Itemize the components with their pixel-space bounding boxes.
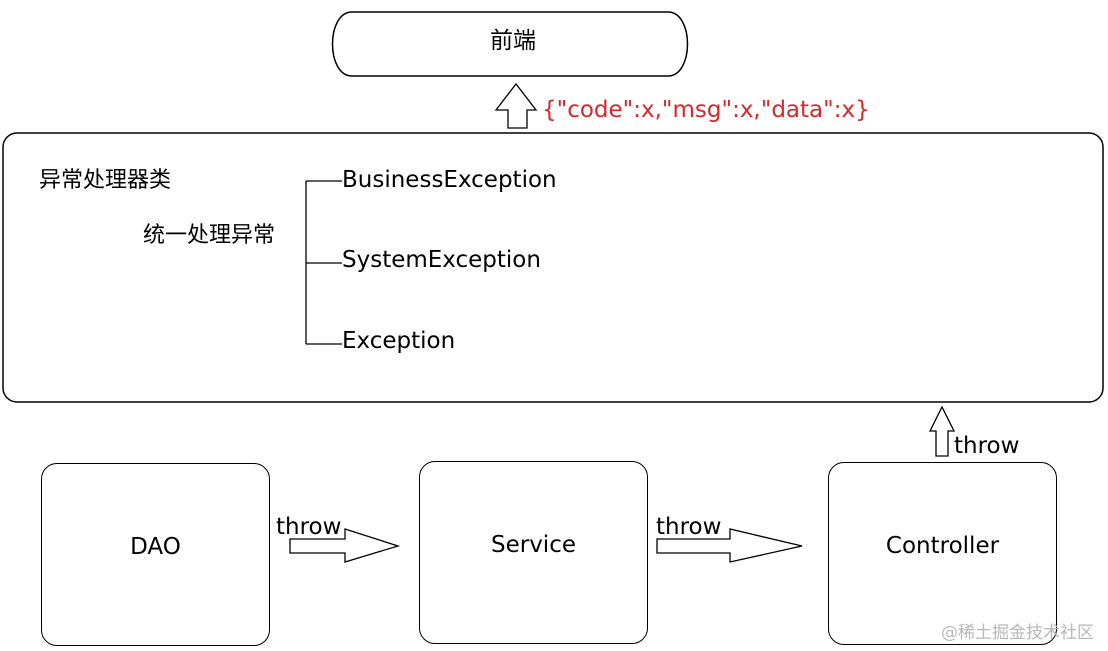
handler-subtitle: 统一处理异常 — [143, 223, 276, 248]
service-box: Service — [419, 461, 648, 644]
handler-box — [2, 132, 1104, 403]
up-arrow-to-frontend — [494, 82, 538, 129]
right-arrow-service-to-controller — [656, 528, 803, 563]
exception-generic: Exception — [342, 328, 456, 354]
up-arrow-controller-to-handler — [928, 405, 956, 457]
controller-box: Controller — [828, 462, 1057, 645]
response-format-label: {"code":x,"msg":x,"data":x} — [542, 97, 870, 123]
service-label: Service — [490, 532, 576, 558]
throw-label-controller-handler: throw — [954, 433, 1020, 459]
dao-box: DAO — [41, 463, 270, 646]
exception-bracket — [305, 180, 342, 345]
exception-business: BusinessException — [342, 167, 557, 193]
controller-label: Controller — [885, 533, 1000, 559]
dao-label: DAO — [130, 534, 181, 560]
handler-title: 异常处理器类 — [39, 168, 172, 193]
frontend-label: 前端 — [490, 28, 536, 54]
watermark: @稀土掘金技术社区 — [941, 623, 1094, 643]
throw-label-dao-service: throw — [276, 514, 342, 540]
right-arrow-dao-to-service — [289, 528, 401, 563]
frontend-shape — [331, 11, 689, 77]
exception-system: SystemException — [342, 247, 541, 273]
throw-label-service-controller: throw — [656, 514, 722, 540]
